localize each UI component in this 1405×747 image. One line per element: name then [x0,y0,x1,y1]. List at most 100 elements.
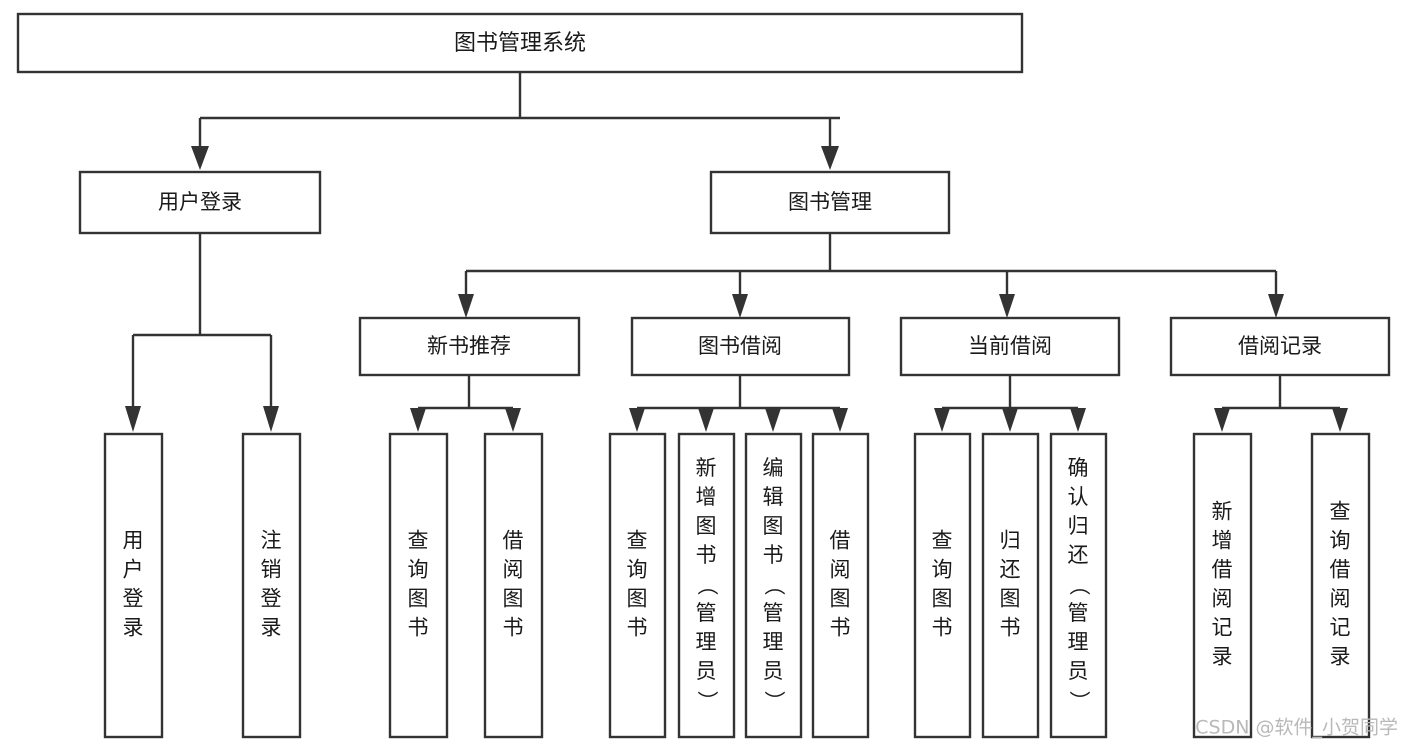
svg-text:询: 询 [627,558,648,582]
node-book-borrow-box[interactable] [630,316,851,377]
svg-text:书: 书 [763,543,784,567]
node-leaf-user-login-label: 用户登录 [123,529,144,640]
arrow-head-leaf-user-logout [263,406,279,432]
node-leaf-user-login[interactable]: 用户登录 [103,432,164,739]
csdn-watermark: CSDN @软件_小贺同学 [1195,717,1398,739]
svg-text:还: 还 [1068,543,1089,567]
node-leaf-edit-book-box[interactable] [744,432,803,739]
node-leaf-confirm-return-box[interactable] [1049,432,1108,739]
svg-text:登: 登 [123,587,144,611]
svg-text:图: 图 [763,514,784,538]
node-current-borrow-label: 当前借阅 [968,334,1052,358]
svg-text:用: 用 [123,529,144,553]
svg-text:记: 记 [1212,616,1233,640]
node-root-box[interactable] [16,12,1024,74]
node-book-borrow[interactable]: 图书借阅 [630,316,851,377]
node-leaf-user-login-box[interactable] [103,432,164,739]
svg-text:增: 增 [696,485,717,509]
arrow-head-current-borrow [999,294,1015,318]
node-leaf-query-book-3-box[interactable] [913,432,972,739]
arrow-head-leaf-query-book-1 [410,408,426,432]
svg-text:管: 管 [763,601,784,625]
node-user-login[interactable]: 用户登录 [78,170,322,235]
node-current-borrow-box[interactable] [899,316,1121,377]
svg-text:录: 录 [1330,645,1351,669]
svg-text:书: 书 [503,616,524,640]
svg-text:查: 查 [932,529,953,553]
node-book-management-label: 图书管理 [788,190,872,214]
svg-text:新: 新 [696,456,717,480]
node-root-label: 图书管理系统 [454,31,586,56]
node-book-management-box[interactable] [709,170,951,235]
svg-text:图: 图 [696,514,717,538]
svg-text:录: 录 [1212,645,1233,669]
arrow-head-leaf-query-record [1332,408,1348,432]
node-current-borrow[interactable]: 当前借阅 [899,316,1121,377]
arrow-head-user-login [191,146,209,170]
svg-text:借: 借 [1212,558,1233,582]
node-borrow-record[interactable]: 借阅记录 [1169,316,1391,377]
arrow-head-leaf-add-record [1214,408,1230,432]
node-borrow-record-box[interactable] [1169,316,1391,377]
svg-text:管: 管 [1068,601,1089,625]
node-leaf-user-logout-box[interactable] [241,432,302,739]
node-new-book-recommend-label: 新书推荐 [427,334,511,358]
node-leaf-borrow-book-1-box[interactable] [483,432,544,739]
node-book-management[interactable]: 图书管理 [709,170,951,235]
svg-text:归: 归 [1068,514,1089,538]
svg-text:图: 图 [408,587,429,611]
svg-text:书: 书 [627,616,648,640]
arrow-head-book-borrow [732,294,748,318]
svg-text:认: 认 [1068,485,1089,509]
node-leaf-return-book-box[interactable] [981,432,1040,739]
svg-text:登: 登 [261,587,282,611]
node-root[interactable]: 图书管理系统 [16,12,1024,74]
node-new-book-recommend[interactable]: 新书推荐 [358,316,581,377]
node-leaf-query-book-2-box[interactable] [608,432,667,739]
svg-text:员: 员 [1068,659,1089,683]
svg-text:（: （ [762,575,786,596]
arrow-head-leaf-edit-book [765,408,781,432]
node-user-login-box[interactable] [78,170,322,235]
node-new-book-recommend-box[interactable] [358,316,581,377]
arrow-head-leaf-confirm-return [1070,408,1086,432]
node-leaf-query-record-box[interactable] [1310,432,1371,739]
svg-text:）: ） [1067,691,1091,712]
svg-text:理: 理 [763,630,784,654]
node-leaf-add-record-box[interactable] [1192,432,1253,739]
node-leaf-query-book-1-box[interactable] [388,432,449,739]
node-leaf-add-book-box[interactable] [677,432,736,739]
node-leaf-borrow-book-2-box[interactable] [811,432,870,739]
node-user-login-label: 用户登录 [158,190,242,214]
arrow-head-leaf-query-book-2 [629,408,645,432]
svg-text:管: 管 [696,601,717,625]
svg-text:图: 图 [503,587,524,611]
svg-text:图: 图 [932,587,953,611]
svg-text:记: 记 [1330,616,1351,640]
svg-text:查: 查 [408,529,429,553]
svg-text:归: 归 [1000,529,1021,553]
svg-text:借: 借 [830,529,851,553]
arrow-head-new-book-recommend [458,294,474,318]
svg-text:询: 询 [1330,529,1351,553]
